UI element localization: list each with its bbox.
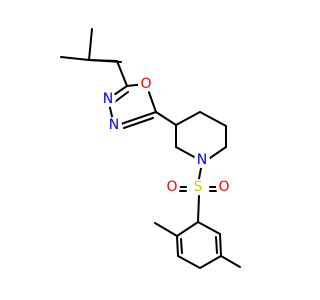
atom-label-oxadiazole-oxygen: O: [140, 76, 151, 92]
bond-tbutyl-methyl-top: [88, 28, 93, 61]
atom-oxadiazole-nitrogen-3: N: [100, 91, 116, 107]
bond-pip-n1-c2: [175, 146, 197, 159]
bond-pip-c4-c5: [199, 111, 227, 127]
atom-label-oxadiazole-nitrogen-4: N: [109, 117, 119, 133]
bond-benz-c1-c2: [176, 221, 199, 237]
molecule-structure-diagram: O N N N S O O: [60, 28, 241, 269]
bond-benz-c4-c5: [199, 255, 222, 269]
atom-label-layer: O N N N S O O: [100, 76, 232, 195]
atom-label-sulfonyl-oxygen-left: O: [166, 179, 177, 195]
atom-label-oxadiazole-nitrogen-3: N: [103, 91, 113, 107]
atom-oxadiazole-oxygen: O: [138, 76, 154, 92]
atom-oxadiazole-nitrogen-4: N: [106, 117, 122, 133]
bond-tbutyl-ch2: [88, 59, 118, 62]
bond-benz-c6-c1: [197, 221, 221, 235]
bond-layer: [60, 28, 241, 269]
bond-benz-c3-c4: [177, 255, 201, 269]
atom-sulfonyl-oxygen-right: O: [216, 179, 232, 195]
atom-sulfonyl-oxygen-left: O: [164, 179, 180, 195]
bond-benz-methyl-ortho: [154, 222, 178, 237]
atom-label-sulfur: S: [194, 179, 203, 195]
atom-label-sulfonyl-oxygen-right: O: [218, 179, 229, 195]
bond-s-aryl: [197, 195, 200, 223]
bond-ch2-oxadiazole: [116, 60, 128, 87]
bond-n-s: [198, 167, 202, 180]
bond-oxadiazole-piperidine: [155, 111, 177, 126]
bond-benz-c2-c3: [176, 235, 179, 257]
atom-piperidine-nitrogen: N: [194, 152, 210, 168]
bond-pip-c6-n1: [209, 146, 227, 159]
bond-tbutyl-methyl-left: [60, 56, 90, 61]
bond-c2-n3: [120, 111, 157, 125]
bond-benz-c2-c3-double: [180, 238, 183, 254]
atom-label-piperidine-nitrogen: N: [197, 152, 207, 168]
atom-sulfur: S: [190, 179, 206, 195]
bond-c2-n3-double: [123, 117, 154, 129]
bond-benz-c5-c6: [219, 233, 222, 257]
bond-pip-c3-c4: [175, 111, 201, 126]
bond-benz-methyl-meta: [220, 255, 241, 268]
bond-benz-c5-c6-double: [215, 236, 218, 254]
